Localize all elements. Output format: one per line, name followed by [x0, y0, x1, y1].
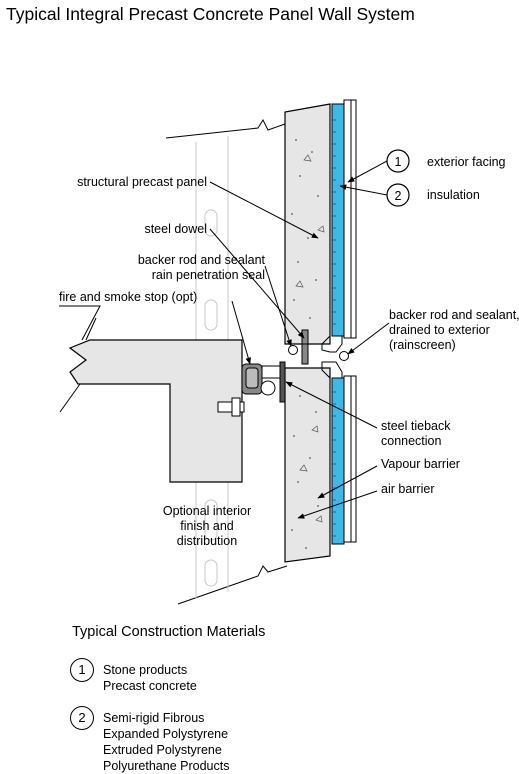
legend-item-line: Extruded Polystyrene	[103, 743, 222, 757]
lower-insulation	[331, 377, 345, 545]
upper-slab-break-line	[165, 118, 286, 139]
exterior-facing-layers	[343, 99, 357, 543]
label-vapour-barrier: Vapour barrier	[381, 457, 460, 471]
label-air-barrier: air barrier	[381, 482, 435, 496]
legend-item-line: Precast concrete	[103, 679, 197, 693]
fire-stop-leader-line	[59, 305, 101, 341]
upper-precast-panel	[284, 103, 331, 345]
legend-item-number: 2	[70, 706, 94, 730]
callout-1: 1 exterior facing	[386, 149, 506, 173]
label-interior-3: distribution	[177, 534, 237, 548]
background-column	[195, 136, 229, 598]
legend-item-line: Expanded Polystyrene	[103, 727, 229, 741]
label-drained-1: backer rod and sealant,	[389, 308, 519, 322]
upper-insulation	[331, 103, 345, 337]
label-backer-rod-sealant-2: rain penetration seal	[152, 268, 265, 282]
insulation-hatching	[332, 119, 336, 537]
label-tieback-1: steel tieback	[381, 419, 451, 433]
lower-slab-break-line	[177, 565, 288, 605]
callout-2-number: 2	[395, 189, 402, 203]
anchor-bolt	[217, 397, 245, 417]
callout-1-number: 1	[395, 155, 402, 169]
legend-item-line: Semi-rigid Fibrous	[103, 711, 205, 725]
lower-precast-panel	[284, 367, 331, 563]
label-structural-precast-panel: structural precast panel	[77, 175, 207, 189]
callout-1-label: exterior facing	[427, 155, 506, 169]
label-interior-1: Optional interior	[163, 504, 251, 518]
steel-tieback	[241, 361, 286, 403]
page-title: Typical Integral Precast Concrete Panel …	[6, 4, 415, 24]
label-interior-2: finish and	[180, 519, 234, 533]
label-drained-3: (rainscreen)	[389, 338, 456, 352]
label-steel-dowel: steel dowel	[144, 222, 207, 236]
label-backer-rod-sealant-1: backer rod and sealant	[138, 253, 266, 267]
leader-lines	[209, 160, 390, 519]
label-tieback-2: connection	[381, 434, 442, 448]
legend-title: Typical Construction Materials	[72, 624, 266, 640]
label-drained-2: drained to exterior	[389, 323, 490, 337]
legend-item-line: Polyurethane Products	[103, 759, 230, 773]
callout-2-label: insulation	[427, 188, 480, 202]
callout-2: 2 insulation	[386, 183, 480, 207]
legend-item-line: Stone products	[103, 663, 188, 677]
legend-item-number: 1	[70, 658, 94, 682]
floor-slab-and-beam	[68, 339, 243, 483]
label-fire-smoke-stop: fire and smoke stop (opt)	[59, 290, 197, 304]
joint-dowel-and-seals	[285, 329, 349, 369]
slab-break-line	[59, 317, 97, 413]
